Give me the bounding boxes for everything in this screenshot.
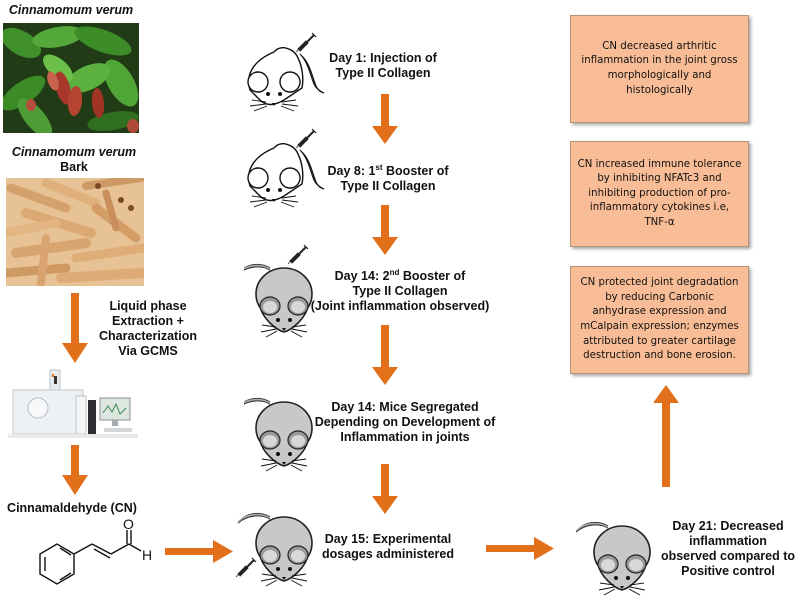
compound-name: Cinnamaldehyde (CN)	[7, 501, 137, 515]
arrow-down-compound	[62, 445, 88, 495]
finding-box-1: CN decreased arthritic inflammation in t…	[570, 15, 749, 123]
step-day15-detail: dosages administered	[322, 547, 454, 561]
extraction-label-line: Via GCMS	[118, 344, 178, 358]
step-day14-booster: Day 14: 2nd Booster of Type II Collagen …	[310, 267, 490, 314]
arrow-down-4	[372, 464, 398, 514]
step-day14-booster-title: Day 14: 2nd Booster of	[334, 267, 466, 283]
cinnamon-plant-image	[3, 23, 139, 133]
step-day14-segregated-title: Day 14: Mice Segregated	[331, 400, 479, 414]
step-day1-title: Day 1: Injection of	[329, 51, 437, 65]
step-day8: Day 8: 1st Booster of Type II Collagen	[318, 162, 458, 194]
step-day15: Day 15: Experimental dosages administere…	[318, 532, 458, 562]
arrow-right-to-dosing	[165, 540, 233, 563]
syringe-icon	[295, 32, 317, 53]
step-day14-segregated-line: Inflammation in joints	[340, 430, 470, 444]
extraction-label-line: Characterization	[99, 329, 197, 343]
finding-text: CN decreased arthritic inflammation in t…	[581, 40, 738, 96]
arrow-down-3	[372, 325, 398, 385]
step-day21-title: Day 21: Decreased	[672, 519, 784, 533]
extraction-label: Liquid phase Extraction + Characterizati…	[88, 299, 208, 359]
step-day8-title: Day 8: 1st Booster of	[327, 162, 449, 178]
extraction-label-line: Liquid phase	[109, 299, 187, 313]
step-day15-title: Day 15: Experimental	[324, 532, 452, 546]
arrow-down-2	[372, 205, 398, 255]
syringe-icon	[295, 128, 317, 149]
syringe-icon	[235, 557, 257, 578]
step-day1-detail: Type II Collagen	[335, 66, 431, 80]
arrow-down-1	[372, 94, 398, 144]
gcms-instrument-image	[8, 368, 138, 440]
arrow-down-extraction	[62, 293, 88, 363]
step-day21-line: observed compared to	[660, 549, 796, 563]
bark-subtitle: Bark	[60, 160, 88, 174]
mouse-gray-outcome	[576, 521, 651, 596]
syringe-icon	[287, 244, 309, 265]
finding-text: CN increased immune tolerance by inhibit…	[577, 158, 742, 228]
bark-title: Cinnamomum verum	[11, 145, 137, 159]
plant-title: Cinnamomum verum	[8, 3, 134, 17]
extraction-label-line: Extraction +	[112, 314, 184, 328]
step-day14-segregated: Day 14: Mice Segregated Depending on Dev…	[310, 400, 500, 445]
step-day21-line: Positive control	[681, 564, 775, 578]
arrow-right-to-outcome	[486, 537, 554, 560]
cinnamon-bark-image	[6, 178, 144, 286]
arrow-up-to-findings	[653, 385, 679, 487]
cinnamaldehyde-structure: O H	[39, 516, 152, 585]
finding-box-2: CN increased immune tolerance by inhibit…	[570, 141, 749, 247]
finding-box-3: CN protected joint degradation by reduci…	[570, 266, 749, 374]
step-day1: Day 1: Injection of Type II Collagen	[318, 51, 448, 81]
step-day21: Day 21: Decreased inflammation observed …	[658, 519, 798, 579]
oxygen-atom-label: O	[123, 516, 134, 532]
step-day21-line: inflammation	[689, 534, 767, 548]
step-day14-booster-detail: Type II Collagen	[352, 284, 448, 298]
step-day14-segregated-line: Depending on Development of	[314, 415, 496, 429]
hydrogen-atom-label: H	[142, 547, 152, 563]
finding-text: CN protected joint degradation by reduci…	[580, 277, 739, 362]
step-day14-booster-note: (Joint inflammation observed)	[310, 299, 490, 313]
step-day8-detail: Type II Collagen	[340, 179, 436, 193]
